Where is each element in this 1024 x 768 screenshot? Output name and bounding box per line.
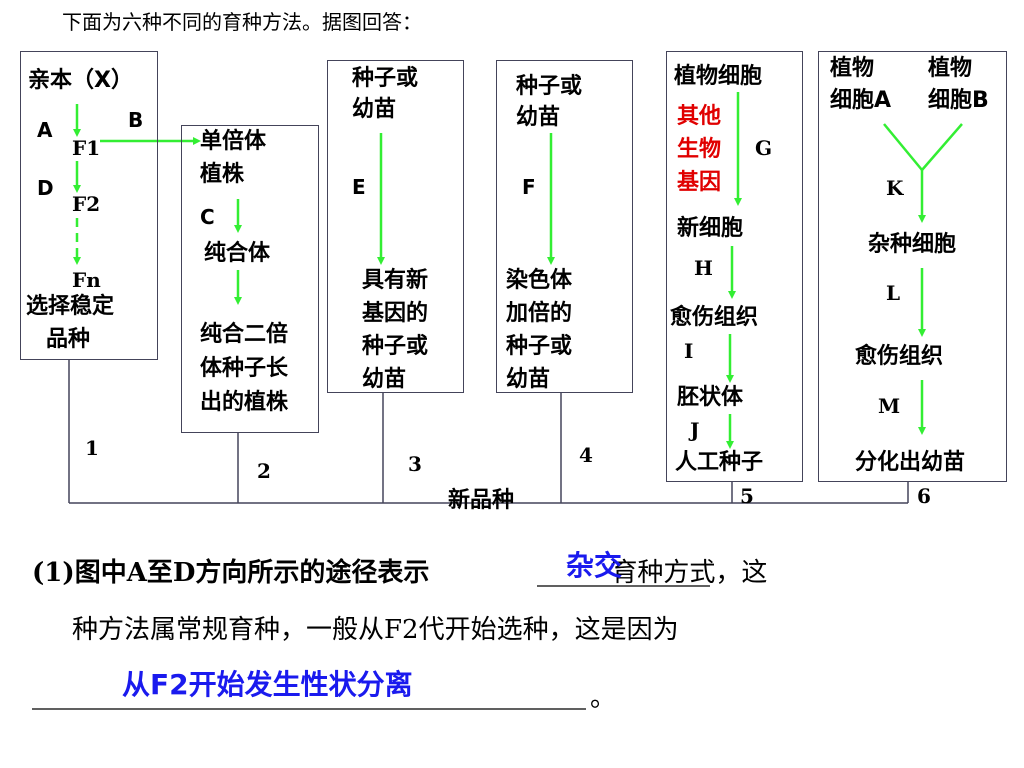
label-fn: Fn [72, 268, 101, 292]
diploid-plant-line3: 出的植株 [200, 390, 289, 415]
method-box-2 [181, 125, 319, 433]
label-f2: F2 [72, 192, 101, 216]
connector-lines [68, 359, 909, 504]
method-number-4: 4 [579, 443, 593, 467]
box4-seed-line1: 种子或 [516, 74, 583, 99]
method-box-3 [327, 60, 464, 393]
question-suffix: 育种方式，这 [611, 558, 768, 588]
homozygote-label: 纯合体 [204, 241, 271, 266]
new-gene-line1: 具有新 [362, 268, 429, 293]
doubled-line1: 染色体 [506, 268, 573, 293]
label-e: E [352, 175, 366, 199]
method-number-3: 3 [408, 452, 422, 476]
seedling-label: 分化出幼苗 [855, 450, 966, 475]
method-box-5 [666, 51, 803, 482]
plant-cell-label: 植物细胞 [674, 64, 763, 89]
select-stable-line2: 品种 [46, 327, 91, 352]
label-a: A [37, 118, 53, 142]
answer-underlines [32, 585, 710, 710]
doubled-line4: 幼苗 [506, 367, 551, 392]
plant-cell-a-line2: 细胞A [830, 88, 892, 113]
new-variety-label: 新品种 [448, 488, 515, 513]
label-f1: F1 [72, 136, 101, 160]
plant-cell-b-line2: 细胞B [928, 88, 989, 113]
diploid-plant-line2: 体种子长 [200, 356, 289, 381]
doubled-line2: 加倍的 [506, 301, 573, 326]
label-i: I [684, 339, 694, 363]
label-c: C [200, 205, 215, 229]
label-k: K [886, 176, 904, 200]
label-j: J [690, 418, 700, 442]
intro-text: 下面为六种不同的育种方法。据图回答： [62, 10, 422, 34]
new-gene-line4: 幼苗 [362, 367, 407, 392]
hybrid-cell-label: 杂种细胞 [868, 232, 957, 257]
label-f: F [522, 175, 536, 199]
box5-callus-label: 愈伤组织 [670, 305, 759, 330]
box3-seed-line2: 幼苗 [352, 97, 397, 122]
question-prefix: (1)图中A至D方向所示的途径表示 [32, 558, 430, 588]
new-gene-line3: 种子或 [362, 334, 429, 359]
plant-cell-b-line1: 植物 [928, 56, 973, 81]
question-end-mark: 。 [590, 683, 617, 713]
method-box-1 [20, 51, 158, 360]
other-gene-line2: 生物 [677, 137, 722, 162]
new-gene-line2: 基因的 [362, 301, 429, 326]
method-box-4 [496, 60, 633, 393]
haploid-line2: 植株 [200, 162, 245, 187]
other-gene-line1: 其他 [677, 104, 722, 129]
box6-callus-label: 愈伤组织 [855, 344, 944, 369]
answer-hybridization: 杂交 [566, 549, 623, 582]
question-line-2: 种方法属常规育种，一般从F2代开始选种，这是因为 [72, 615, 679, 645]
diploid-plant-line1: 纯合二倍 [200, 322, 289, 347]
label-g: G [755, 136, 773, 160]
fusion-lines [883, 123, 963, 186]
new-cell-label: 新细胞 [677, 216, 744, 241]
select-stable-line1: 选择稳定 [26, 294, 115, 319]
embryoid-label: 胚状体 [677, 385, 744, 410]
label-h: H [694, 256, 713, 280]
parent-x-label: 亲本（X） [28, 68, 133, 93]
box4-seed-line2: 幼苗 [516, 105, 561, 130]
label-b: B [128, 108, 144, 132]
box3-seed-line1: 种子或 [352, 66, 419, 91]
method-number-6: 6 [917, 484, 931, 508]
plant-cell-a-line1: 植物 [830, 56, 875, 81]
haploid-line1: 单倍体 [200, 129, 267, 154]
label-m: M [878, 394, 901, 418]
artificial-seed-label: 人工种子 [675, 450, 764, 475]
doubled-line3: 种子或 [506, 334, 573, 359]
label-d: D [37, 176, 54, 200]
other-gene-line3: 基因 [677, 170, 722, 195]
answer-segregation: 从F2开始发生性状分离 [122, 668, 413, 701]
question-line-1: (1)图中A至D方向所示的途径表示 育种方式，这 [32, 555, 767, 591]
method-box-6 [818, 51, 1007, 482]
method-number-2: 2 [257, 459, 271, 483]
method-number-1: 1 [85, 436, 99, 460]
method-number-5: 5 [740, 484, 754, 508]
label-l: L [886, 281, 901, 305]
